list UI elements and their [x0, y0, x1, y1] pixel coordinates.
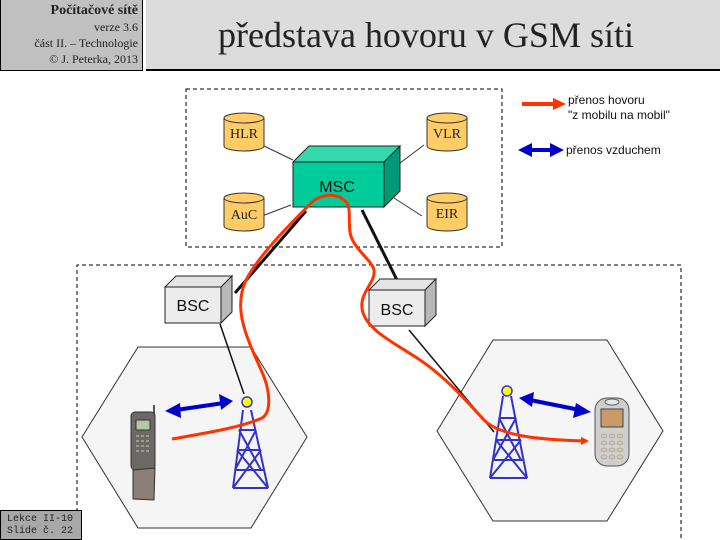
- legend-call-line2: "z mobilu na mobil": [568, 108, 670, 122]
- title-bar: představa hovoru v GSM síti: [146, 0, 720, 71]
- slide-footer: Lekce II-10 Slide č. 22: [0, 510, 82, 540]
- db-label-hlr: HLR: [230, 127, 259, 142]
- database-hlr: HLR: [223, 112, 265, 152]
- msc-label: MSC: [319, 179, 355, 196]
- mobile-phone-left: [130, 405, 156, 501]
- bts-tower-left: [232, 396, 269, 489]
- core-network-boundary: [185, 88, 503, 248]
- db-label-vlr: VLR: [433, 127, 462, 142]
- legend-air-arrow-head-left: [518, 143, 532, 157]
- bsc-right-label: BSC: [381, 302, 414, 319]
- course-part: část II. – Technologie: [34, 36, 138, 50]
- db-label-auc: AuC: [231, 208, 257, 223]
- database-vlr: VLR: [426, 112, 468, 152]
- slide-number: Slide č. 22: [7, 526, 74, 537]
- lesson-number: Lekce II-10: [7, 514, 74, 525]
- course-title: Počítačové sítě: [50, 3, 138, 18]
- database-eir: EIR: [426, 192, 468, 232]
- course-info-box: Počítačové sítě verze 3.6 část II. – Tec…: [0, 0, 143, 71]
- legend-call-arrow-head: [553, 98, 566, 110]
- database-auc: AuC: [223, 192, 265, 232]
- bsc-left: BSC: [163, 274, 234, 325]
- access-network-boundary: [76, 264, 682, 540]
- mobile-phone-right: [594, 397, 630, 467]
- link-bsc-bts-left: [219, 323, 245, 395]
- cell-right: [436, 339, 664, 522]
- msc-box: MSC: [291, 144, 402, 209]
- air-link-right: [519, 392, 591, 418]
- call-path: [171, 193, 589, 445]
- link-msc-bsc-right: [360, 209, 401, 285]
- course-version: verze 3.6: [94, 20, 138, 34]
- bts-tower-right: [489, 385, 528, 479]
- db-label-eir: EIR: [436, 207, 459, 222]
- legend: přenos hovoru "z mobilu na mobil" přenos…: [518, 93, 670, 157]
- db-connectors: [261, 144, 425, 217]
- slide-title: představa hovoru v GSM síti: [218, 15, 634, 55]
- course-copyright: © J. Peterka, 2013: [49, 52, 138, 66]
- header-gap: [143, 0, 146, 71]
- air-link-left: [165, 394, 233, 418]
- legend-air-arrow-head-right: [550, 143, 564, 157]
- bsc-right: BSC: [367, 277, 438, 328]
- legend-air-label: přenos vzduchem: [566, 143, 661, 157]
- legend-call-line1: přenos hovoru: [568, 93, 645, 107]
- bsc-left-label: BSC: [177, 298, 210, 315]
- cell-left: [81, 346, 308, 529]
